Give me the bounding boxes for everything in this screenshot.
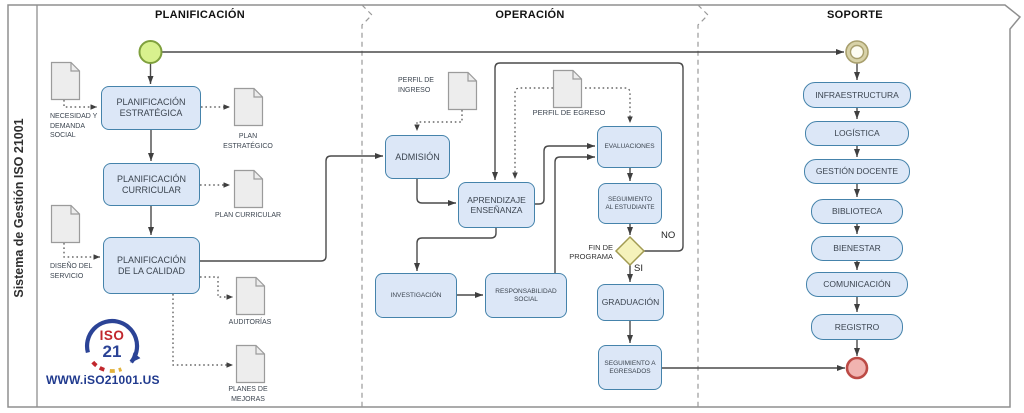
task-aprendizaje-ensenanza: APRENDIZAJE ENSEÑANZA xyxy=(458,182,535,228)
lane-divider-1 xyxy=(361,4,373,407)
lane-title-planificacion: PLANIFICACIÓN xyxy=(154,9,246,21)
flow-aprendizaje-to-evaluaciones xyxy=(535,143,595,205)
task-planificacion-estrategica: PLANIFICACIÓN ESTRATÉGICA xyxy=(101,86,201,130)
assoc-perfil-ingreso-to-admision xyxy=(414,110,463,131)
assoc-calidad-to-planes-mejoras xyxy=(172,294,233,368)
task-planificacion-de-la-calidad: PLANIFICACIÓN DE LA CALIDAD xyxy=(103,237,200,294)
start-event xyxy=(138,40,163,64)
sequence-flows xyxy=(147,49,860,371)
assoc-necesidad-to-estrategica xyxy=(63,100,97,110)
doc-auditorias xyxy=(235,276,266,316)
flow-admision-to-aprendizaje xyxy=(416,179,456,206)
diagram-vertical-title: Sistema de Gestión ISO 21001 xyxy=(12,118,26,298)
data-associations xyxy=(63,87,633,368)
label-plan-estrategico: PLAN ESTRATÉGICO xyxy=(223,133,273,150)
gateway-fin-de-programa xyxy=(614,235,646,267)
label-perfil-de-ingreso: PERFIL DE INGRESO xyxy=(398,77,434,94)
task-admision: ADMISIÓN xyxy=(385,135,450,179)
outer-frame xyxy=(7,4,1022,408)
intermediate-event xyxy=(845,40,869,64)
label-no-branch: NO xyxy=(661,230,676,241)
logo-yellow-dashed-arc xyxy=(109,367,123,373)
assoc-diseno-to-calidad xyxy=(63,243,100,260)
logo-iso-text: ISO xyxy=(99,328,125,343)
doc-necesidad-demanda-social xyxy=(50,61,81,101)
doc-planes-de-mejoras xyxy=(235,344,266,384)
flow-responsabilidad-to-evaluaciones xyxy=(554,154,595,273)
label-perfil-de-egreso: PERFIL DE EGRESO xyxy=(532,108,606,117)
task-planificacion-curricular: PLANIFICACIÓN CURRICULAR xyxy=(103,163,200,206)
doc-plan-curricular xyxy=(233,169,264,209)
task-evaluaciones: EVALUACIONES xyxy=(597,126,662,168)
task-logistica: LOGÍSTICA xyxy=(805,121,909,146)
task-infraestructura: INFRAESTRUCTURA xyxy=(803,82,911,108)
label-fin-de-programa: FIN DE PROGRAMA xyxy=(569,243,613,261)
logo-21-text: 21 xyxy=(102,342,122,361)
iso21-logo-arc xyxy=(85,318,141,373)
lane-title-soporte: SOPORTE xyxy=(827,9,883,21)
lane-title-operacion: OPERACIÓN xyxy=(495,9,565,21)
task-responsabilidad-social: RESPONSABILIDAD SOCIAL xyxy=(485,273,567,318)
task-registro: REGISTRO xyxy=(811,314,903,340)
task-biblioteca: BIBLIOTECA xyxy=(811,199,903,224)
label-necesidad-demanda-social: NECESIDAD Y DEMANDA SOCIAL xyxy=(50,113,98,139)
logo-red-dashed-arc xyxy=(91,360,105,372)
doc-perfil-de-egreso xyxy=(552,69,583,109)
task-bienestar: BIENESTAR xyxy=(811,236,903,261)
flow-aprendizaje-to-investigacion xyxy=(414,228,497,271)
end-event xyxy=(845,356,869,380)
lane-divider-2 xyxy=(697,4,709,407)
iso21-logo: ISO 21 xyxy=(76,316,160,374)
flow-calidad-to-admision xyxy=(200,153,383,262)
assoc-perfil-egreso-to-aprendizaje xyxy=(512,87,553,179)
task-comunicacion: COMUNICACIÓN xyxy=(806,272,908,297)
label-si-branch: SI xyxy=(634,263,643,274)
task-investigacion: INVESTIGACIÓN xyxy=(375,273,457,318)
flow-gateway-no-loop xyxy=(492,62,684,252)
logo-url: WWW.iSO21001.US xyxy=(46,373,160,387)
assoc-perfil-egreso-to-evaluaciones xyxy=(585,87,633,123)
label-plan-curricular: PLAN CURRICULAR xyxy=(214,212,282,219)
label-diseno-del-servicio: DISEÑO DEL SERVICIO xyxy=(50,263,93,280)
task-gestion-docente: GESTIÓN DOCENTE xyxy=(804,159,910,184)
label-auditorias: AUDITORÍAS xyxy=(228,319,272,326)
doc-plan-estrategico xyxy=(233,87,264,127)
logo-blue-arrow-arc xyxy=(85,318,141,364)
label-planes-de-mejoras: PLANES DE MEJORAS xyxy=(228,386,268,403)
task-graduacion: GRADUACIÓN xyxy=(597,284,664,321)
task-seguimiento-al-estudiante: SEGUIMIENTO AL ESTUDIANTE xyxy=(598,183,662,224)
doc-diseno-del-servicio xyxy=(50,204,81,244)
task-seguimiento-a-egresados: SEGUIMIENTO A EGRESADOS xyxy=(598,345,662,390)
assoc-calidad-to-auditorias xyxy=(200,276,233,300)
doc-perfil-de-ingreso xyxy=(447,71,478,111)
